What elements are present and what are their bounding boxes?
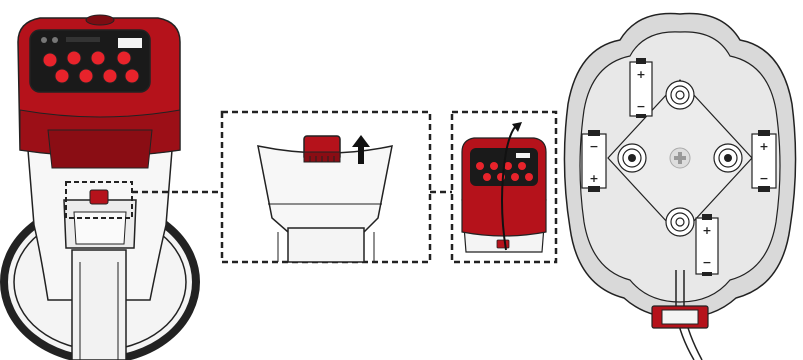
battery-holder: + − − + + − + −: [563, 12, 797, 360]
spring-icon: [665, 80, 695, 110]
battery-terminal-minus: −: [589, 140, 598, 153]
latch-zoom: [220, 110, 432, 264]
keypad-buttons: [42, 50, 140, 84]
arrow-up-icon: [352, 135, 370, 164]
battery-icon: + −: [695, 214, 719, 276]
battery-icon: + −: [751, 130, 777, 192]
battery-terminal-plus: +: [702, 224, 711, 237]
screw-icon: [669, 147, 691, 169]
battery-terminal-plus: +: [636, 68, 645, 81]
spring-icon: [665, 207, 695, 237]
battery-terminal-minus: −: [636, 100, 645, 113]
battery-icon: − +: [581, 130, 607, 192]
spring-icon: [617, 143, 647, 173]
rotate-arrow-icon: [501, 125, 517, 251]
battery-terminal-plus: +: [759, 140, 768, 153]
latch: [89, 189, 109, 205]
battery-icon: + −: [629, 58, 653, 118]
latch-highlight-box: [65, 181, 133, 219]
megaphone-front: [0, 14, 200, 360]
battery-terminal-minus: −: [759, 172, 768, 185]
battery-terminal-minus: −: [702, 256, 711, 269]
megaphone-rotate: [450, 110, 558, 264]
spring-icon: [713, 143, 743, 173]
battery-terminal-plus: +: [589, 172, 598, 185]
